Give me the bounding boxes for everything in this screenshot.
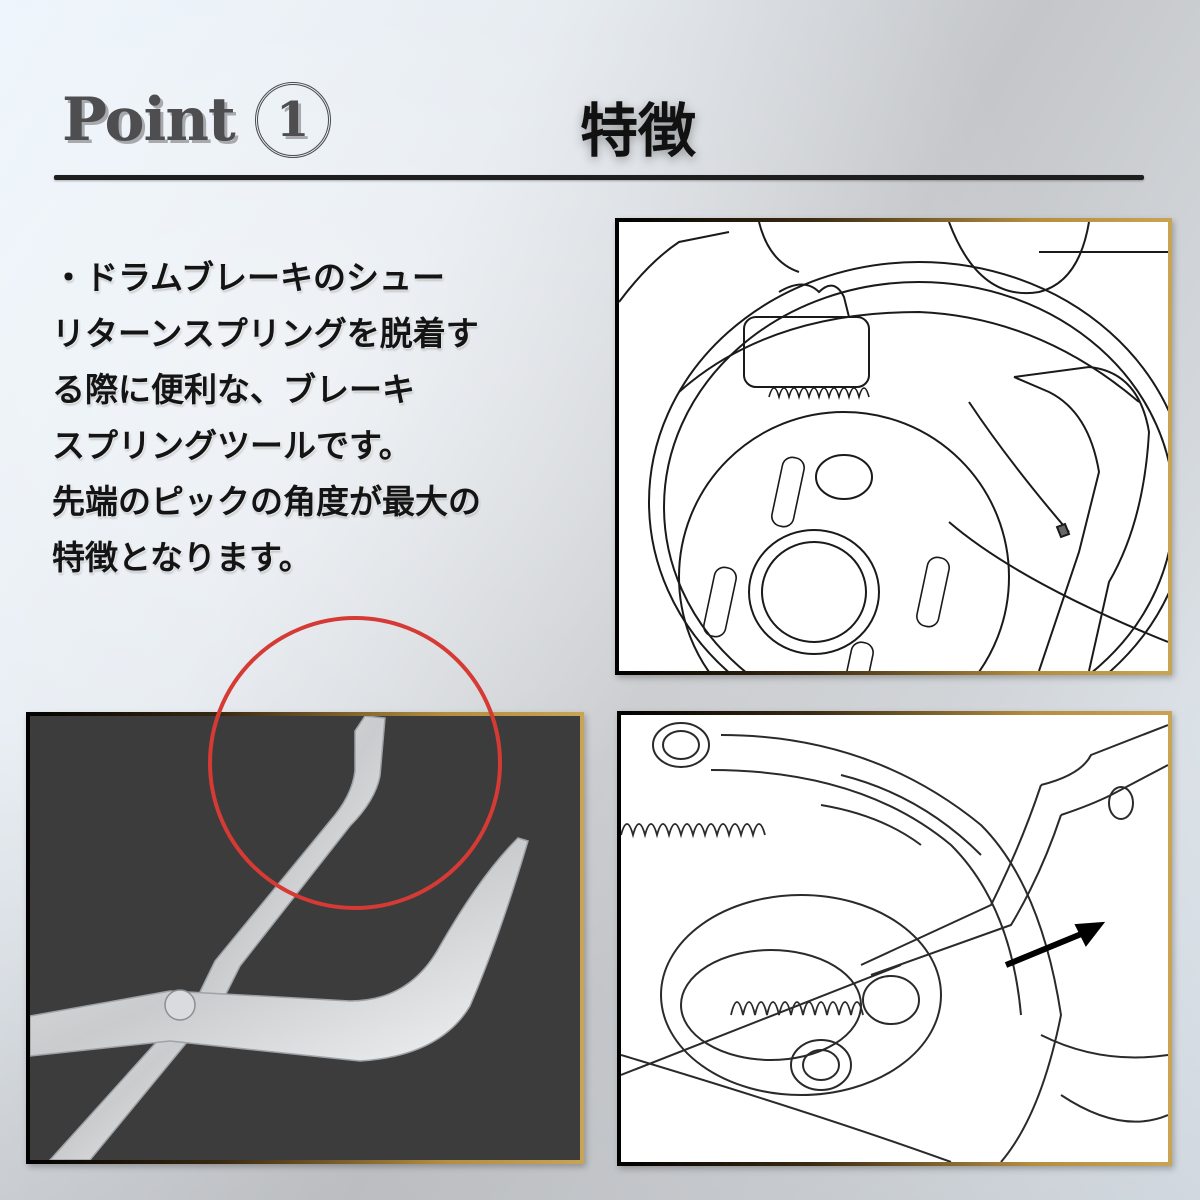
spring-removal-illustration-frame (617, 711, 1172, 1166)
feature-description: ・ドラムブレーキのシュー リターンスプリングを脱着す る際に便利な、ブレーキ ス… (52, 250, 612, 586)
drum-brake-illustration (619, 222, 1168, 671)
description-line: 特徴となります。 (52, 538, 312, 577)
drum-brake-illustration-frame (615, 218, 1172, 675)
description-line: 先端のピックの角度が最大の (52, 482, 481, 521)
highlight-circle (208, 616, 502, 910)
header-divider (54, 175, 1144, 180)
description-line: る際に便利な、ブレーキ (52, 370, 415, 409)
description-line: リターンスプリングを脱着す (52, 314, 479, 353)
description-line: スプリングツールです。 (52, 426, 412, 465)
brake-spring-removal-illustration (621, 715, 1168, 1162)
page-title: 特徴 (580, 97, 697, 165)
point-number-badge: 1 (254, 82, 331, 158)
point-heading: Point 1 (62, 82, 331, 158)
point-label: Point (62, 85, 236, 155)
description-line: ・ドラムブレーキのシュー (52, 258, 446, 297)
